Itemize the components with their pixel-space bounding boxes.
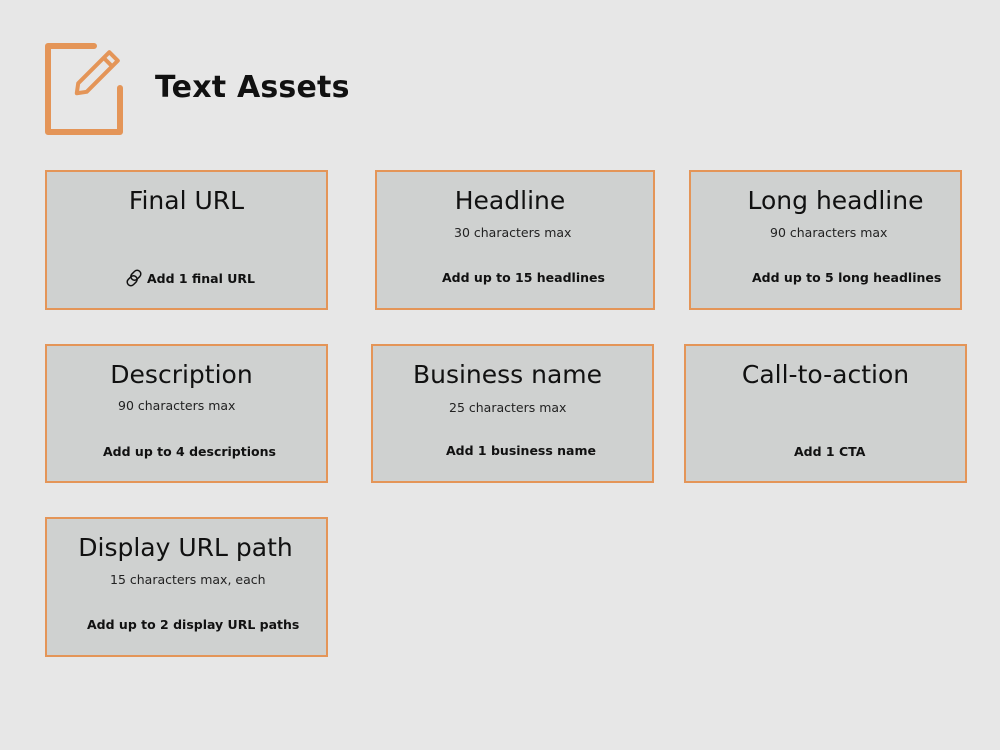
card-action[interactable]: Add 1 final URL xyxy=(123,267,255,289)
page-title: Text Assets xyxy=(155,70,350,105)
card-business-name[interactable]: Business name 25 characters max Add 1 bu… xyxy=(371,344,654,483)
card-limit: 90 characters max xyxy=(770,225,888,240)
card-title: Description xyxy=(110,360,253,389)
card-limit: 30 characters max xyxy=(454,225,572,240)
card-title: Display URL path xyxy=(78,533,293,562)
card-action[interactable]: Add up to 2 display URL paths xyxy=(87,617,300,632)
card-action[interactable]: Add 1 CTA xyxy=(794,444,866,459)
card-final-url[interactable]: Final URL Add 1 final URL xyxy=(45,170,328,310)
card-description[interactable]: Description 90 characters max Add up to … xyxy=(45,344,328,483)
card-title: Final URL xyxy=(128,186,245,215)
card-limit: 25 characters max xyxy=(449,400,567,415)
card-title: Business name xyxy=(412,360,603,389)
card-action-label: Add 1 final URL xyxy=(147,270,255,286)
card-title: Long headline xyxy=(747,186,924,215)
card-limit: 15 characters max, each xyxy=(110,572,266,587)
card-action[interactable]: Add up to 5 long headlines xyxy=(752,270,942,285)
link-icon xyxy=(126,269,142,287)
card-action[interactable]: Add 1 business name xyxy=(446,443,596,458)
card-long-headline[interactable]: Long headline 90 characters max Add up t… xyxy=(689,170,962,310)
edit-pencil-icon xyxy=(45,43,123,135)
card-headline[interactable]: Headline 30 characters max Add up to 15 … xyxy=(375,170,655,310)
card-limit: 90 characters max xyxy=(118,398,236,413)
card-display-url-path[interactable]: Display URL path 15 characters max, each… xyxy=(45,517,328,657)
card-title: Call-to-action xyxy=(741,360,910,389)
card-action[interactable]: Add up to 15 headlines xyxy=(442,270,605,285)
card-title: Headline xyxy=(454,186,566,215)
card-call-to-action[interactable]: Call-to-action Add 1 CTA xyxy=(684,344,967,483)
card-action[interactable]: Add up to 4 descriptions xyxy=(103,444,276,459)
